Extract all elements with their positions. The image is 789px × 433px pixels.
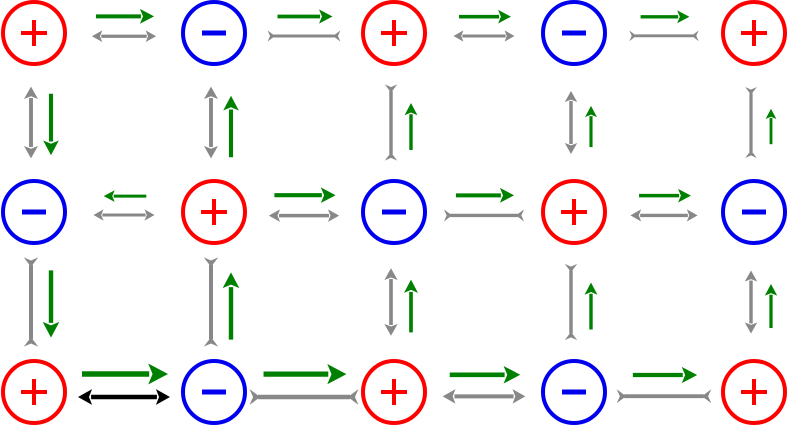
h-flow-arrow-11	[632, 366, 698, 384]
h-force-arrow-4	[93, 209, 155, 221]
negative-charge-node	[721, 179, 787, 245]
h-flow-arrow-9	[263, 364, 347, 385]
h-force-arrow-1	[267, 30, 341, 42]
v-flow-arrow-2	[404, 103, 418, 150]
h-force-arrow-11	[616, 389, 712, 404]
h-force-arrow-3	[629, 30, 699, 42]
positive-charge-node	[541, 179, 607, 245]
h-flow-arrow-0	[95, 8, 155, 24]
v-force-arrow-1	[203, 86, 219, 159]
v-force-arrow-7	[384, 268, 398, 336]
positive-charge-node	[721, 0, 787, 66]
v-flow-arrow-1	[223, 95, 239, 158]
negative-charge-node	[181, 0, 247, 66]
negative-charge-node	[541, 359, 607, 425]
h-flow-arrow-3	[640, 10, 690, 24]
v-flow-arrow-5	[42, 270, 60, 338]
positive-charge-node	[361, 359, 427, 425]
v-force-arrow-4	[745, 86, 757, 159]
positive-charge-node	[361, 0, 427, 66]
h-flow-arrow-1	[277, 9, 333, 24]
v-force-arrow-2	[384, 84, 398, 161]
v-flow-arrow-9	[764, 283, 778, 329]
h-force-arrow-5	[268, 209, 340, 222]
v-flow-arrow-6	[222, 272, 240, 340]
negative-charge-node	[181, 359, 247, 425]
h-force-arrow-0	[91, 30, 157, 43]
h-force-arrow-9	[249, 389, 359, 405]
positive-charge-node	[1, 359, 67, 425]
negative-charge-node	[361, 179, 427, 245]
positive-charge-node	[181, 179, 247, 245]
v-force-arrow-3	[564, 91, 578, 154]
h-flow-arrow-2	[459, 9, 511, 24]
h-force-arrow-7	[630, 209, 698, 222]
h-force-arrow-2	[453, 30, 515, 42]
v-flow-arrow-7	[404, 279, 418, 333]
v-force-arrow-5	[23, 257, 39, 347]
positive-charge-node	[721, 359, 787, 425]
h-flow-arrow-6	[455, 187, 515, 203]
h-force-arrow-8	[78, 389, 170, 405]
h-force-arrow-6	[443, 209, 525, 222]
v-force-arrow-6	[203, 257, 219, 347]
h-flow-arrow-7	[639, 188, 691, 203]
v-force-arrow-0	[23, 86, 39, 159]
h-force-arrow-10	[442, 389, 526, 404]
v-flow-arrow-3	[585, 105, 597, 148]
h-flow-arrow-10	[449, 365, 521, 384]
v-flow-arrow-4	[765, 108, 777, 145]
negative-charge-node	[1, 179, 67, 245]
v-force-arrow-8	[564, 263, 578, 341]
positive-charge-node	[1, 0, 67, 66]
h-flow-arrow-8	[82, 363, 168, 385]
h-flow-arrow-5	[274, 187, 336, 203]
h-flow-arrow-4	[103, 190, 147, 202]
v-flow-arrow-0	[43, 93, 59, 156]
v-force-arrow-9	[744, 270, 758, 334]
negative-charge-node	[541, 0, 607, 66]
v-flow-arrow-8	[584, 282, 598, 330]
